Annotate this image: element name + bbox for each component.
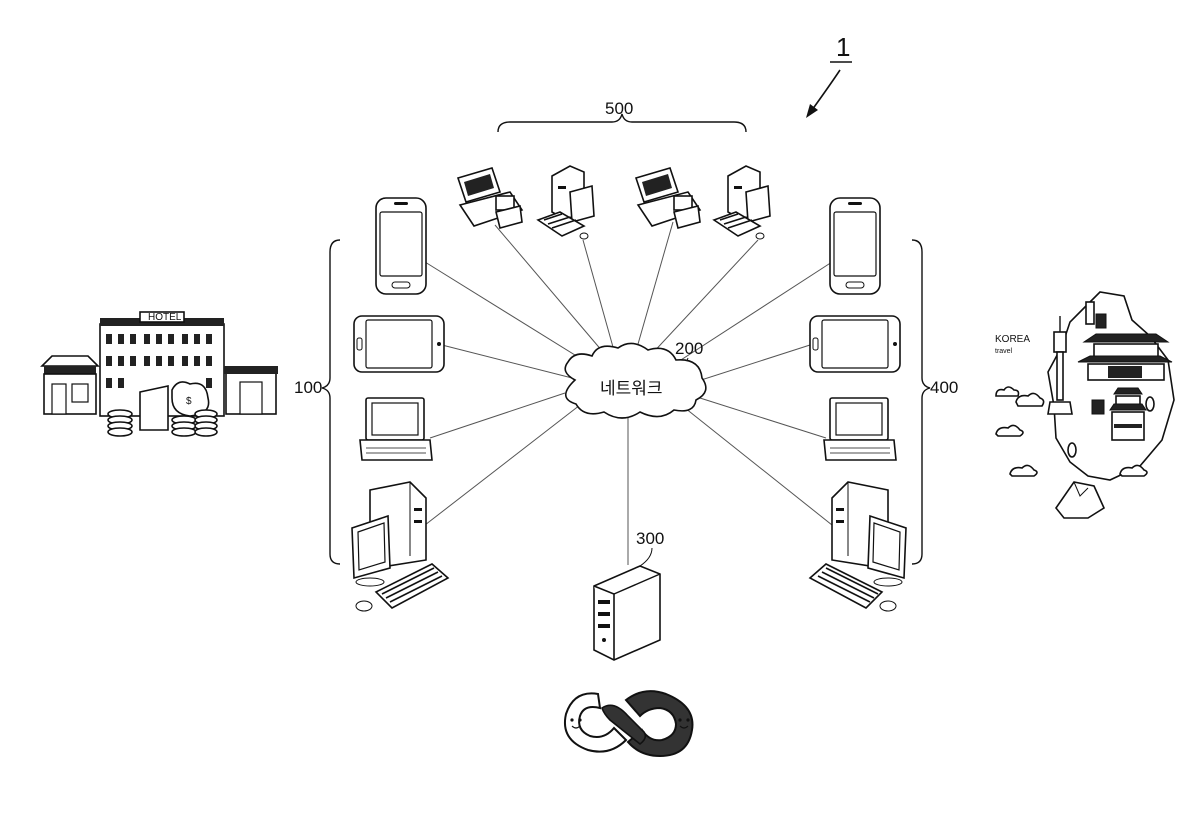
ref-label-500: 500 (605, 99, 633, 118)
user-tablet (354, 316, 444, 372)
brace-user-terminals (322, 240, 340, 564)
server-computer (594, 566, 660, 660)
jeju-island-icon (1056, 482, 1104, 518)
pagoda-icon (1110, 388, 1146, 440)
partner-laptop (824, 398, 896, 460)
partner-desktop-computer (810, 482, 906, 611)
palace-icon (1078, 334, 1172, 380)
hotel-illustration: HOTEL $ (42, 312, 278, 436)
merchant-pos-terminal-2 (636, 168, 700, 228)
partner-smartphone (830, 198, 880, 294)
ref-label-system: 1 (836, 32, 850, 62)
korea-title: KOREA (995, 334, 1030, 345)
partner-tablet (810, 316, 900, 372)
hotel-sign: HOTEL (148, 312, 182, 323)
korea-travel-illustration: KOREA travel (995, 292, 1174, 518)
ref-label-100: 100 (294, 378, 322, 397)
coin-stack-left (108, 410, 132, 436)
ref-arrowhead (806, 104, 818, 118)
network-label: 네트워크 (600, 379, 663, 399)
brand-logo (565, 691, 693, 756)
ref-label-400: 400 (930, 378, 958, 397)
korea-subtitle: travel (995, 348, 1013, 355)
currency-symbol: $ (186, 396, 192, 407)
merchant-pos-terminal-1 (458, 168, 522, 228)
ref-leader-300 (640, 548, 652, 566)
merchant-computer-2 (714, 166, 770, 239)
user-desktop-computer (352, 482, 448, 611)
user-laptop (360, 398, 432, 460)
brace-partner-terminals (912, 240, 930, 564)
ref-label-300: 300 (636, 529, 664, 548)
ref-label-200: 200 (675, 339, 703, 358)
user-smartphone (376, 198, 426, 294)
ref-arrow (812, 70, 840, 110)
merchant-computer-1 (538, 166, 594, 239)
